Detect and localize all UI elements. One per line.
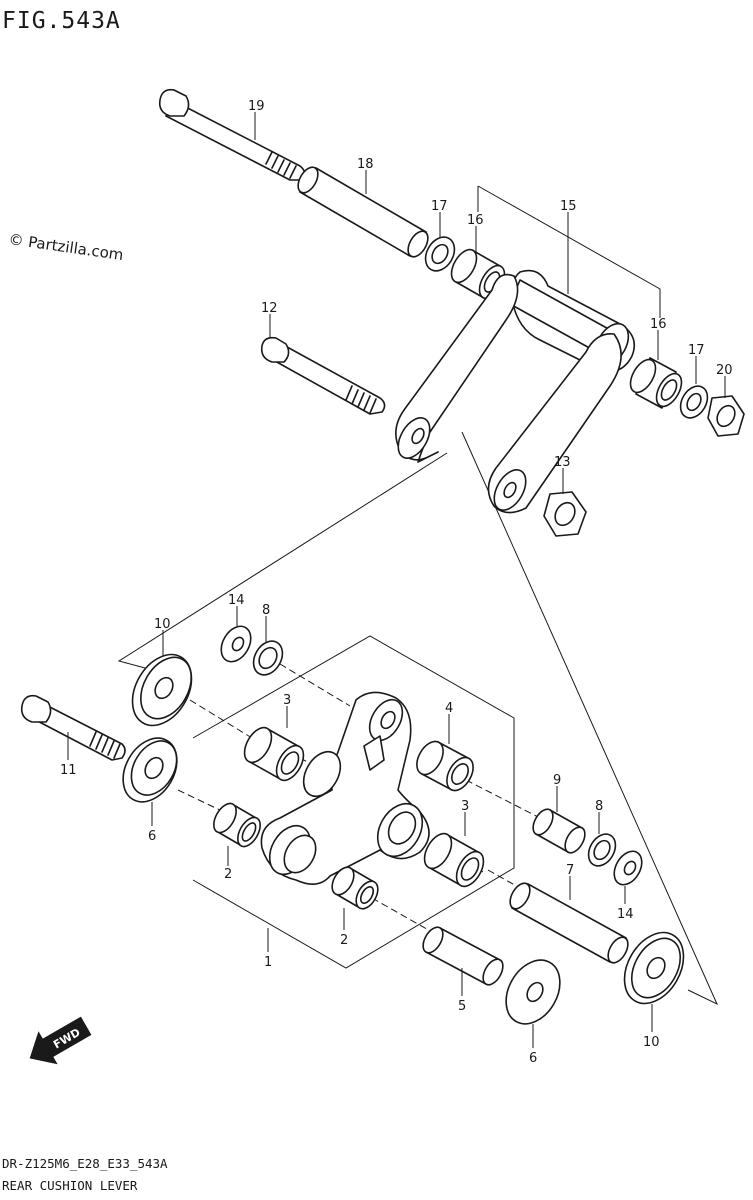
- bolt-long-19: [158, 88, 306, 181]
- callout-14: 14: [617, 907, 634, 922]
- fwd-arrow: FWD: [29, 1016, 92, 1065]
- callout-5: 5: [458, 999, 466, 1014]
- washer-17-right: [679, 385, 709, 419]
- callout-3: 3: [461, 799, 469, 814]
- callout-10: 10: [154, 617, 171, 632]
- bearing-3-right: [423, 832, 485, 888]
- spacer-9: [532, 808, 586, 854]
- sleeve-18: [297, 166, 429, 258]
- link-guide-right: [461, 431, 719, 1006]
- callout-15: 15: [560, 199, 577, 214]
- bearing-16-right: [629, 357, 683, 409]
- bearing-4: [416, 740, 474, 792]
- callout-18: 18: [357, 157, 374, 172]
- callout-3: 3: [283, 693, 291, 708]
- cushion-rod-15: [395, 269, 636, 514]
- callout-labels: 19 18 17 16 15 16 17 20 12 13 10 14 8 3 …: [60, 99, 733, 1066]
- callout-20: 20: [716, 363, 733, 378]
- fwd-arrow-icon: [29, 1016, 92, 1065]
- seal-8-upper: [252, 640, 284, 676]
- bolt-11: [20, 694, 126, 761]
- figure-title: FIG.543A: [2, 8, 121, 34]
- callout-7: 7: [566, 863, 574, 878]
- callout-14: 14: [228, 593, 245, 608]
- washer-14-right: [613, 850, 643, 886]
- spacer-7: [509, 882, 629, 964]
- seal-8-right: [587, 833, 617, 867]
- cap-10-upper: [131, 653, 193, 727]
- leader-lines: [67, 112, 726, 1048]
- callout-8: 8: [262, 603, 270, 618]
- callout-8: 8: [595, 799, 603, 814]
- cushion-lever-1: [260, 691, 430, 885]
- callout-16: 16: [650, 317, 667, 332]
- callout-2: 2: [224, 867, 232, 882]
- cap-10-right: [623, 931, 685, 1005]
- callout-19: 19: [248, 99, 265, 114]
- cap-6-left: [122, 737, 178, 803]
- diagram-caption: REAR CUSHION LEVER: [2, 1178, 138, 1193]
- lever-assembly-box: [192, 635, 515, 969]
- washer-6-right: [505, 959, 561, 1025]
- callout-10: 10: [643, 1035, 660, 1050]
- callout-17: 17: [431, 199, 448, 214]
- diagram-code: DR-Z125M6_E28_E33_543A: [2, 1156, 168, 1171]
- assembly-frames: [117, 185, 719, 1006]
- callout-12: 12: [261, 301, 278, 316]
- nut-13: [543, 491, 587, 537]
- washer-14-upper: [220, 625, 252, 663]
- bearing-3-left: [243, 726, 305, 782]
- bearing-2-left: [213, 802, 261, 848]
- callout-9: 9: [553, 773, 561, 788]
- callout-4: 4: [445, 701, 453, 716]
- bearing-2-lower: [331, 866, 379, 910]
- callout-2: 2: [340, 933, 348, 948]
- bolt-12: [260, 336, 386, 415]
- link-bracket-top: [477, 185, 661, 318]
- callout-11: 11: [60, 763, 77, 778]
- nut-20: [707, 395, 745, 437]
- callout-6: 6: [529, 1051, 537, 1066]
- callout-13: 13: [554, 455, 571, 470]
- callout-6: 6: [148, 829, 156, 844]
- link-guide-left: [117, 452, 448, 669]
- spacer-5: [422, 926, 504, 986]
- callout-16: 16: [467, 213, 484, 228]
- watermark: © Partzilla.com: [7, 230, 124, 264]
- callout-1: 1: [264, 955, 272, 970]
- washer-17-left: [424, 236, 456, 272]
- callout-17: 17: [688, 343, 705, 358]
